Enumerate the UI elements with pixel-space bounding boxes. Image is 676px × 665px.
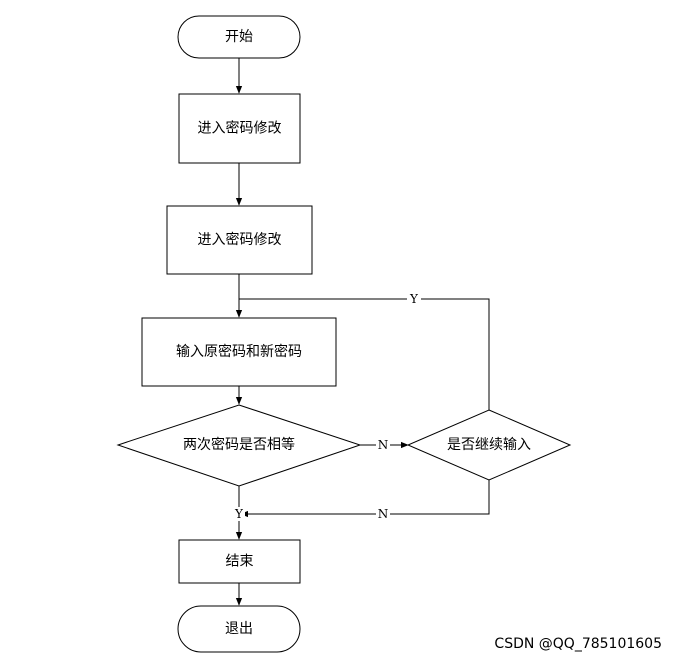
node-exit: 退出 bbox=[177, 605, 301, 653]
node-start: 开始 bbox=[177, 15, 301, 59]
node-start-label: 开始 bbox=[225, 29, 253, 45]
watermark: CSDN @QQ_785101605 bbox=[494, 636, 662, 652]
node-compare: 两次密码是否相等 bbox=[116, 404, 362, 487]
node-step1: 进入密码修改 bbox=[178, 93, 301, 164]
node-input-label: 输入原密码和新密码 bbox=[176, 343, 302, 360]
edge-continue-yes-loop bbox=[239, 298, 490, 410]
label-continue-yes: Y bbox=[409, 292, 419, 306]
edge-labels: Y N N Y bbox=[233, 292, 421, 521]
node-input: 输入原密码和新密码 bbox=[141, 317, 337, 387]
node-step2-label: 进入密码修改 bbox=[198, 231, 282, 248]
node-step2: 进入密码修改 bbox=[166, 205, 313, 275]
node-step1-label: 进入密码修改 bbox=[198, 120, 282, 137]
node-compare-label: 两次密码是否相等 bbox=[183, 436, 295, 453]
label-compare-yes: Y bbox=[234, 507, 244, 521]
node-continue-label: 是否继续输入 bbox=[447, 436, 531, 453]
node-continue: 是否继续输入 bbox=[406, 409, 572, 481]
node-end-step: 结束 bbox=[178, 539, 301, 584]
label-continue-no: N bbox=[378, 507, 389, 521]
node-end-step-label: 结束 bbox=[226, 554, 254, 570]
node-exit-label: 退出 bbox=[225, 621, 253, 637]
edge-continue-no-to-merge bbox=[240, 480, 490, 518]
label-compare-no: N bbox=[378, 438, 389, 452]
